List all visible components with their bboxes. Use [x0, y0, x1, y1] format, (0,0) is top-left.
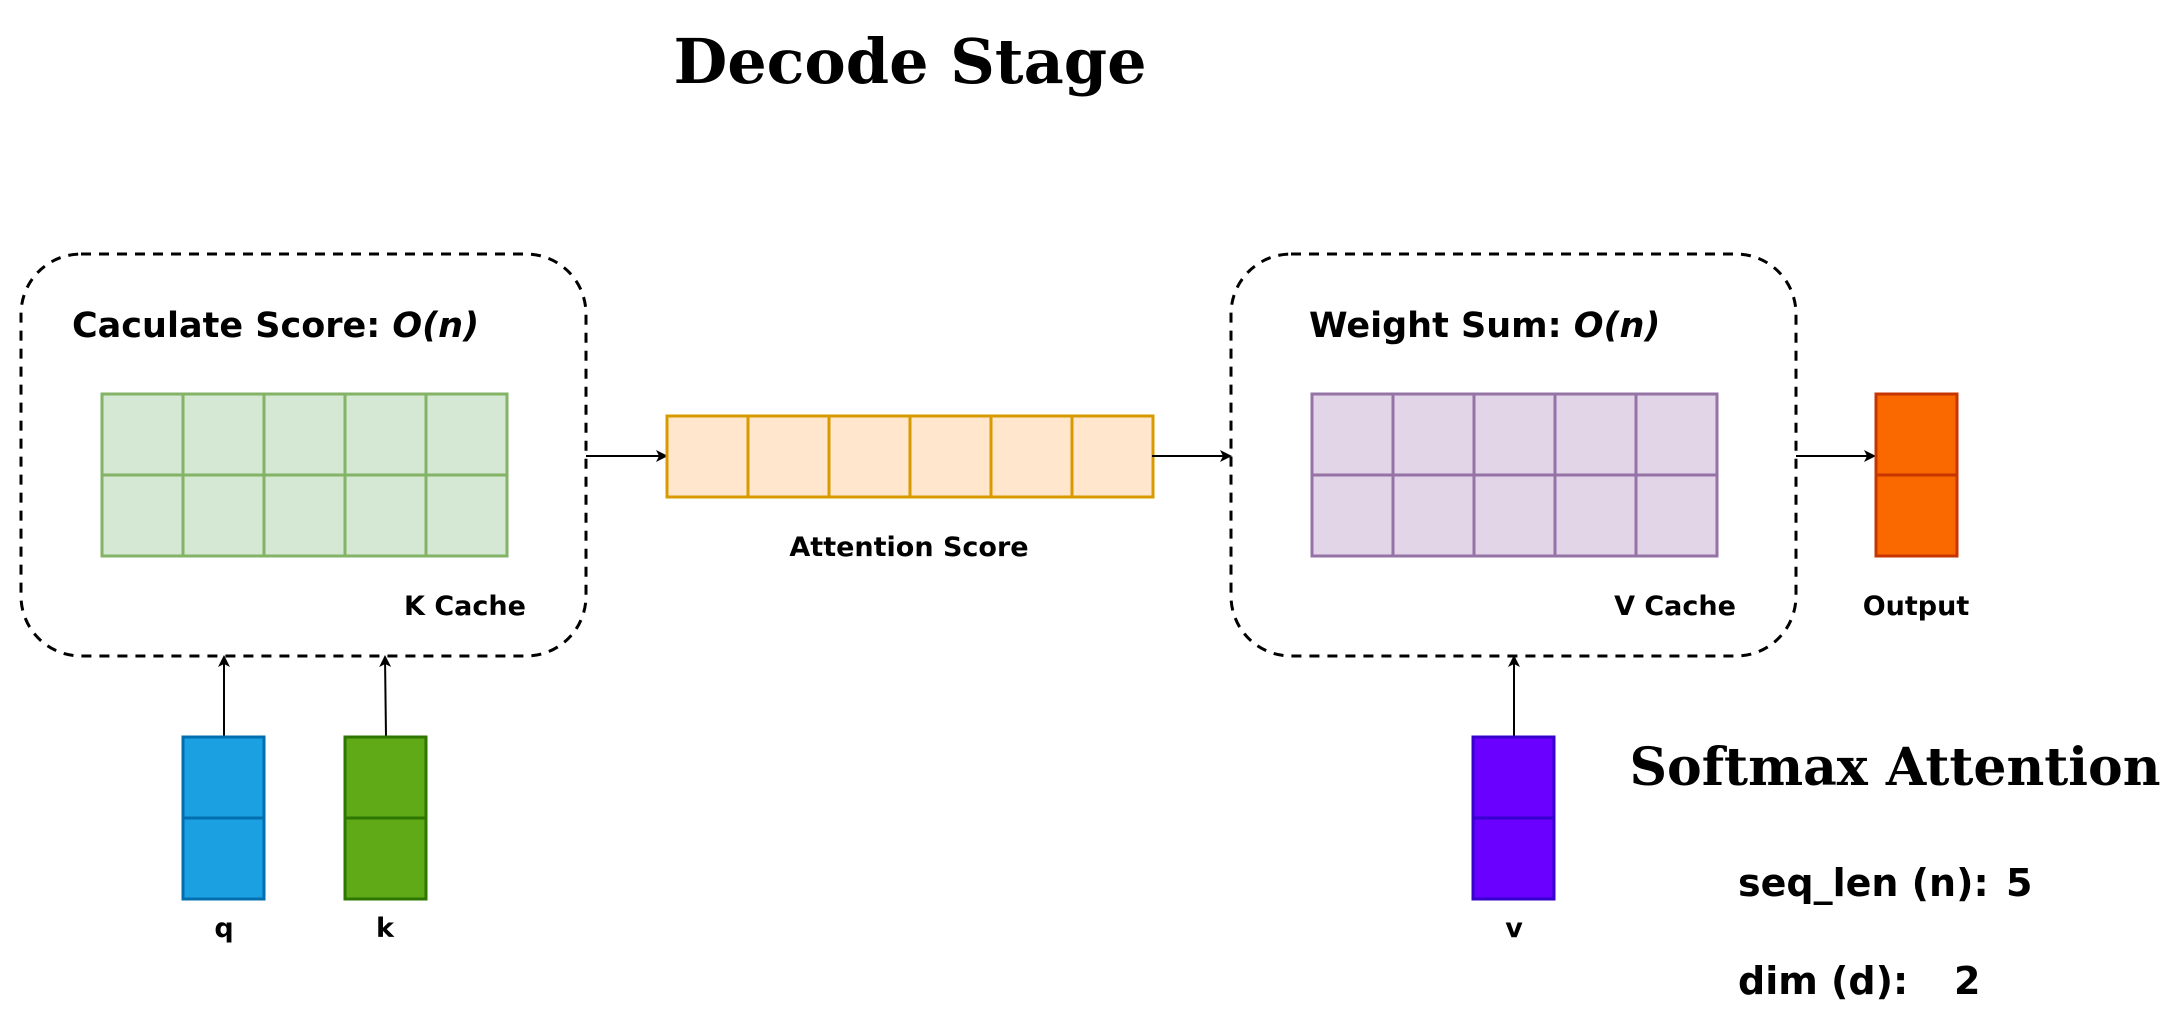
- seq-len-value: 5: [2006, 861, 2032, 905]
- attention-score-cell: [908, 414, 993, 499]
- calculate-score-title: Caculate Score: O(n): [72, 306, 479, 346]
- v-vector: [1471, 735, 1556, 901]
- v-cache-cell: [1634, 392, 1719, 477]
- k-cache-cell: [100, 473, 185, 558]
- attention-score-cell: [746, 414, 831, 499]
- k-cache-cell: [343, 392, 428, 477]
- calculate-score-container: [19, 252, 588, 658]
- k-cache-cell: [100, 392, 185, 477]
- weight-sum-title: Weight Sum: O(n): [1309, 306, 1660, 346]
- k-cache-cell: [343, 473, 428, 558]
- q-cell: [181, 735, 266, 820]
- k-cache-cell: [424, 392, 509, 477]
- k-label: k: [376, 913, 395, 944]
- k-cache-cell: [262, 473, 347, 558]
- k-cell: [343, 816, 428, 901]
- weight-sum-title-prefix: Weight Sum:: [1309, 306, 1574, 346]
- attention-score-cell: [1070, 414, 1155, 499]
- v-cache-cell: [1472, 473, 1557, 558]
- v-cell: [1471, 816, 1556, 901]
- k-cache-label: K Cache: [404, 591, 526, 622]
- k-cache-cell: [262, 392, 347, 477]
- info-title: Softmax Attention: [1629, 737, 2160, 798]
- calculate-score-complexity: O(n): [392, 306, 479, 346]
- v-cache-label: V Cache: [1614, 591, 1736, 622]
- q-vector: [181, 735, 266, 901]
- output-vector: [1874, 392, 1959, 558]
- k-cache-cell: [181, 473, 266, 558]
- v-cache-cell: [1472, 392, 1557, 477]
- v-cache-cell: [1553, 473, 1638, 558]
- k-cache-cell: [181, 392, 266, 477]
- v-cache-grid: [1310, 392, 1719, 558]
- v-cell: [1471, 735, 1556, 820]
- calculate-score-title-prefix: Caculate Score:: [72, 306, 392, 346]
- dim-label: dim (d):: [1738, 959, 1908, 1003]
- arrow-k-to-score: [379, 655, 392, 738]
- output-cell: [1874, 473, 1959, 558]
- attention-score-cell: [665, 414, 750, 499]
- page-title: Decode Stage: [673, 25, 1146, 98]
- v-cache-cell: [1391, 473, 1476, 558]
- q-cell: [181, 816, 266, 901]
- weight-sum-complexity: O(n): [1574, 306, 1661, 346]
- v-cache-cell: [1310, 473, 1395, 558]
- attention-score-label: Attention Score: [789, 532, 1028, 563]
- attention-score-cell: [827, 414, 912, 499]
- output-cell: [1874, 392, 1959, 477]
- k-cache-grid: [100, 392, 509, 558]
- output-label: Output: [1863, 591, 1970, 622]
- attention-score-row: [665, 414, 1155, 499]
- v-cache-cell: [1310, 392, 1395, 477]
- k-vector: [343, 735, 428, 901]
- seq-len-label: seq_len (n):: [1738, 861, 1989, 905]
- dim-value: 2: [1954, 959, 1980, 1003]
- attention-score-cell: [989, 414, 1074, 499]
- v-cache-cell: [1553, 392, 1638, 477]
- k-cell: [343, 735, 428, 820]
- v-cache-cell: [1634, 473, 1719, 558]
- v-cache-cell: [1391, 392, 1476, 477]
- v-label: v: [1505, 913, 1523, 944]
- q-label: q: [214, 913, 233, 944]
- k-cache-cell: [424, 473, 509, 558]
